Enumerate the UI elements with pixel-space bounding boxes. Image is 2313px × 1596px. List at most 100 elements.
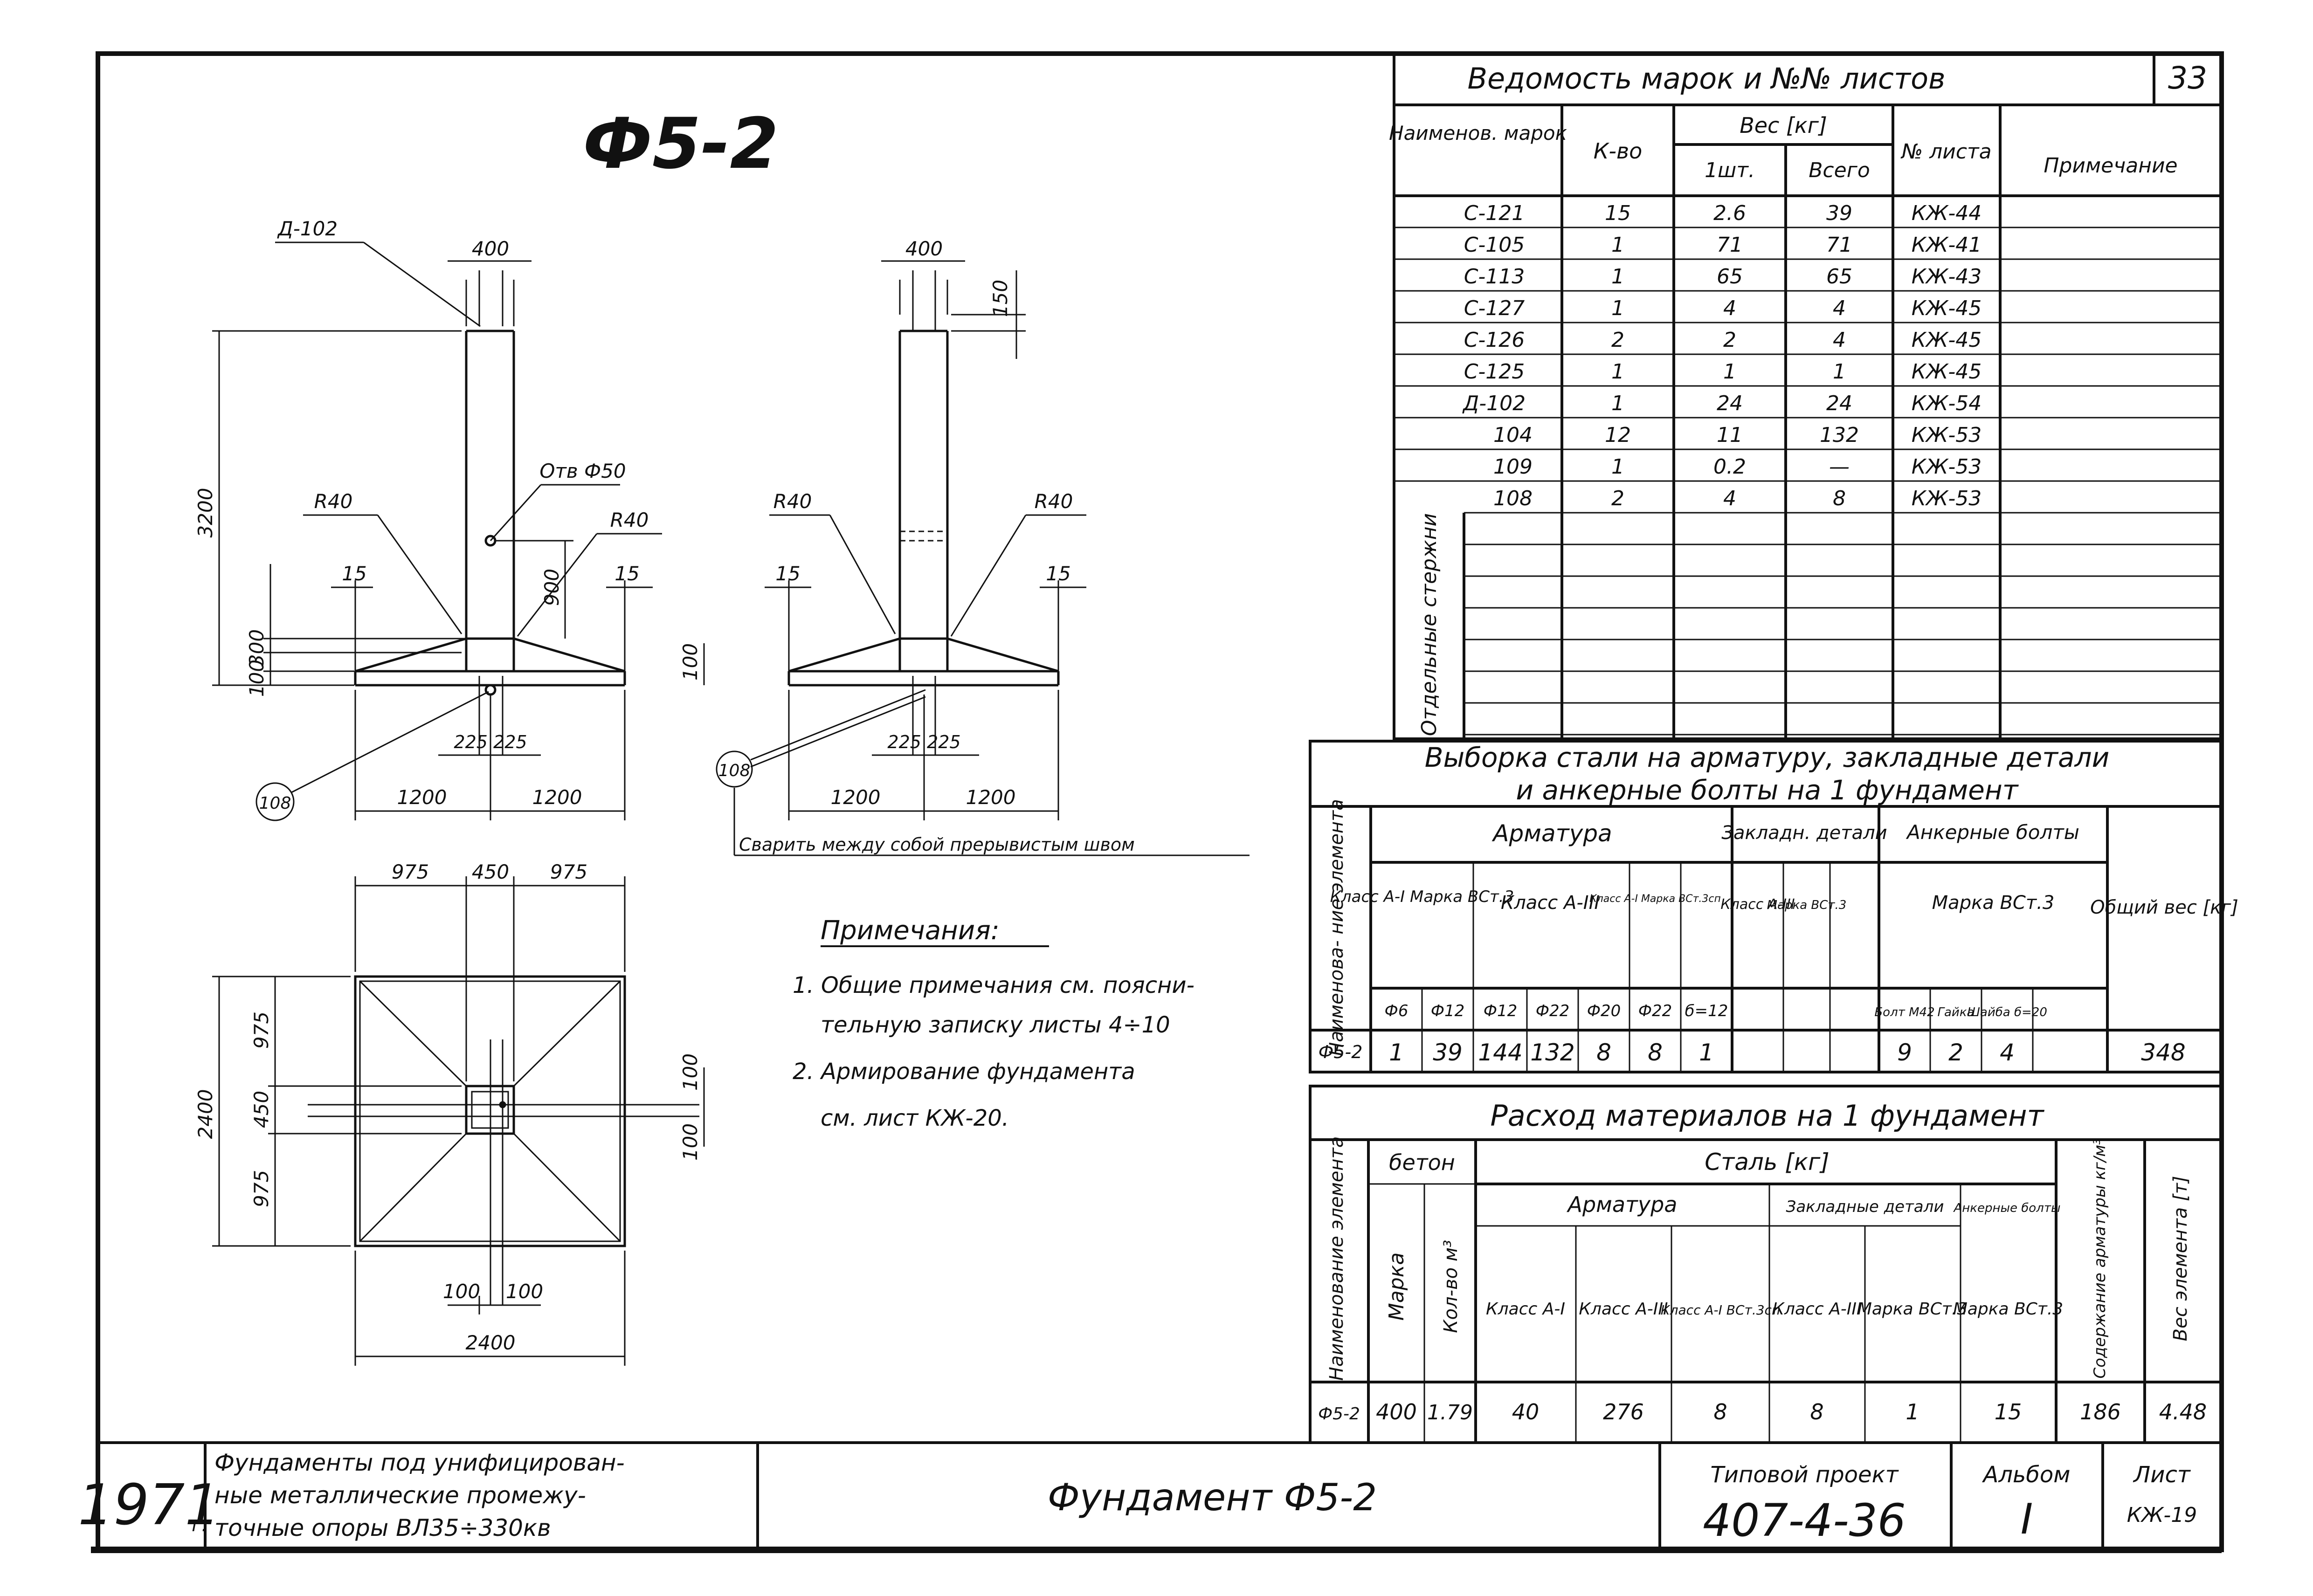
cell-one: 71 — [1717, 233, 1743, 257]
cell-sheet: КЖ-43 — [1912, 265, 1982, 289]
mark-header: Марка — [1385, 1252, 1409, 1321]
front-elevation — [212, 241, 705, 821]
cell-name: С-113 — [1464, 265, 1525, 289]
col-header: Класс А-III — [1579, 1300, 1668, 1319]
dim-label: 3200 — [194, 488, 217, 538]
cell-value: 9 — [1897, 1039, 1912, 1066]
cell-name: 104 — [1493, 423, 1533, 447]
cell-total: 24 — [1826, 392, 1852, 415]
cell-total: 39 — [1826, 201, 1852, 225]
col-header: Класс А-III — [1772, 1300, 1861, 1319]
cell-name: Д-102 — [1462, 392, 1526, 415]
cell-value: 4 — [2000, 1039, 2015, 1066]
row-content: 186 — [2080, 1399, 2121, 1424]
drawing-labels: Ф5-2 Д-102 400 400 150 3200 900 300 100 … — [194, 103, 1135, 1354]
cell-sheet: КЖ-45 — [1912, 296, 1982, 320]
radius-label: R40 — [610, 509, 649, 531]
cell-value: 8 — [1713, 1399, 1727, 1424]
steel-table-title: Выборка стали на арматуру, закладные дет… — [1425, 742, 2110, 773]
sub-header: Болт М42 — [1874, 1005, 1934, 1019]
col-header-one: 1шт. — [1705, 158, 1755, 182]
cell-total: 65 — [1826, 265, 1852, 289]
dim-label: 1200 — [966, 786, 1016, 809]
cell-sheet: КЖ-53 — [1912, 455, 1982, 479]
group-header: Закладные детали — [1786, 1197, 1944, 1216]
cell-value: 8 — [1596, 1039, 1611, 1066]
sub-header: б=12 — [1685, 1002, 1728, 1020]
class-header: Класс А-III — [1720, 896, 1795, 913]
group-header: Анкерные болты — [1953, 1201, 2060, 1215]
dim-label: 900 — [540, 569, 563, 606]
dim-label: 1200 — [397, 786, 447, 809]
dim-label: 15 — [342, 562, 366, 585]
steel-table: Выборка стали на арматуру, закладные дет… — [1309, 740, 2238, 1073]
steel-header: Сталь [кг] — [1705, 1149, 1829, 1176]
cell-total: — — [1829, 455, 1850, 479]
dim-label: 400 — [472, 237, 509, 260]
hole-label: Отв Ф50 — [539, 460, 626, 482]
cell-qty: 1 — [1611, 455, 1624, 479]
cell-total: 8 — [1833, 487, 1846, 510]
cell-sheet: КЖ-45 — [1912, 360, 1982, 384]
weld-note: Сварить между собой прерывистым швом — [739, 834, 1135, 855]
dim-label: 2400 — [194, 1089, 217, 1139]
dim-label: 100 — [679, 643, 702, 681]
radius-label: R40 — [314, 490, 353, 513]
material-table: Расход материалов на 1 фундамент Наимено… — [1309, 1085, 2223, 1444]
cell-value: 8 — [1810, 1399, 1823, 1424]
title-block: 1971 г. Фундаменты под унифицирован- ные… — [78, 1441, 2222, 1550]
cell-name: С-105 — [1464, 233, 1525, 257]
cell-qty: 1 — [1611, 360, 1624, 384]
cell-total: 4 — [1833, 328, 1846, 352]
content-header: Содержание арматуры кг/м³ — [2091, 1138, 2109, 1378]
sub-header: Ф12 — [1431, 1002, 1465, 1020]
cell-sheet: КЖ-54 — [1912, 392, 1982, 415]
dim-label: 100 — [506, 1280, 543, 1303]
cell-total: 1 — [1833, 360, 1846, 384]
sheet-code: КЖ-19 — [2127, 1503, 2197, 1527]
dim-label: 100 — [679, 1123, 702, 1161]
class-header: Класс А-I Марка ВСт.3 — [1330, 887, 1514, 906]
marks-table-title: Ведомость марок и №№ листов — [1467, 62, 1945, 96]
col-header: Класс А-I ВСт.3сп — [1661, 1302, 1781, 1318]
cell-value: 1 — [1389, 1039, 1404, 1066]
cell-name: С-125 — [1464, 360, 1525, 384]
col-header-sheet: № листа — [1900, 140, 1991, 164]
marks-table: Ведомость марок и №№ листов 33 Наименов.… — [1389, 52, 2223, 740]
cell-one: 65 — [1717, 265, 1743, 289]
dim-label: 400 — [905, 237, 943, 260]
col-header-name: Наименов. марок — [1389, 122, 1567, 144]
class-header: Марка ВСт.3 — [1767, 898, 1847, 912]
sub-header: Гайка — [1938, 1005, 1975, 1019]
cell-qty: 1 — [1611, 392, 1624, 415]
sheet-label: Лист — [2133, 1462, 2191, 1488]
cell-one: 4 — [1723, 296, 1736, 320]
cell-value: 276 — [1603, 1399, 1644, 1424]
note-line: см. лист КЖ-20. — [821, 1105, 1009, 1131]
plan-view — [212, 876, 705, 1366]
col-header-total: Всего — [1809, 158, 1870, 182]
group-header: Закладн. детали — [1721, 822, 1887, 844]
notes-title: Примечания: — [821, 915, 1000, 946]
cell-one: 11 — [1717, 423, 1743, 447]
row-total: 348 — [2141, 1039, 2185, 1066]
description: точные опоры ВЛ35÷330кв — [214, 1514, 551, 1541]
cell-sheet: КЖ-45 — [1912, 328, 1982, 352]
sub-header: Ф20 — [1587, 1002, 1621, 1020]
dim-label: 225 225 — [887, 732, 960, 752]
dim-label: 15 — [614, 562, 639, 585]
cell-value: 8 — [1648, 1039, 1663, 1066]
cell-sheet: КЖ-53 — [1912, 487, 1982, 510]
cell-sheet: КЖ-44 — [1912, 201, 1982, 225]
year: 1971 — [78, 1473, 220, 1538]
cell-total: 71 — [1826, 233, 1852, 257]
year-suffix: г. — [192, 1514, 207, 1536]
dim-label: 225 225 — [454, 732, 527, 752]
col-header-weight: Вес [кг] — [1740, 113, 1827, 138]
cell-total: 132 — [1820, 423, 1859, 447]
row-name: Ф5-2 — [1318, 1404, 1360, 1424]
cell-name: 108 — [1493, 487, 1533, 510]
cell-qty: 2 — [1611, 487, 1624, 510]
description: Фундаменты под унифицирован- — [214, 1449, 625, 1476]
group-header: Арматура — [1491, 820, 1612, 847]
